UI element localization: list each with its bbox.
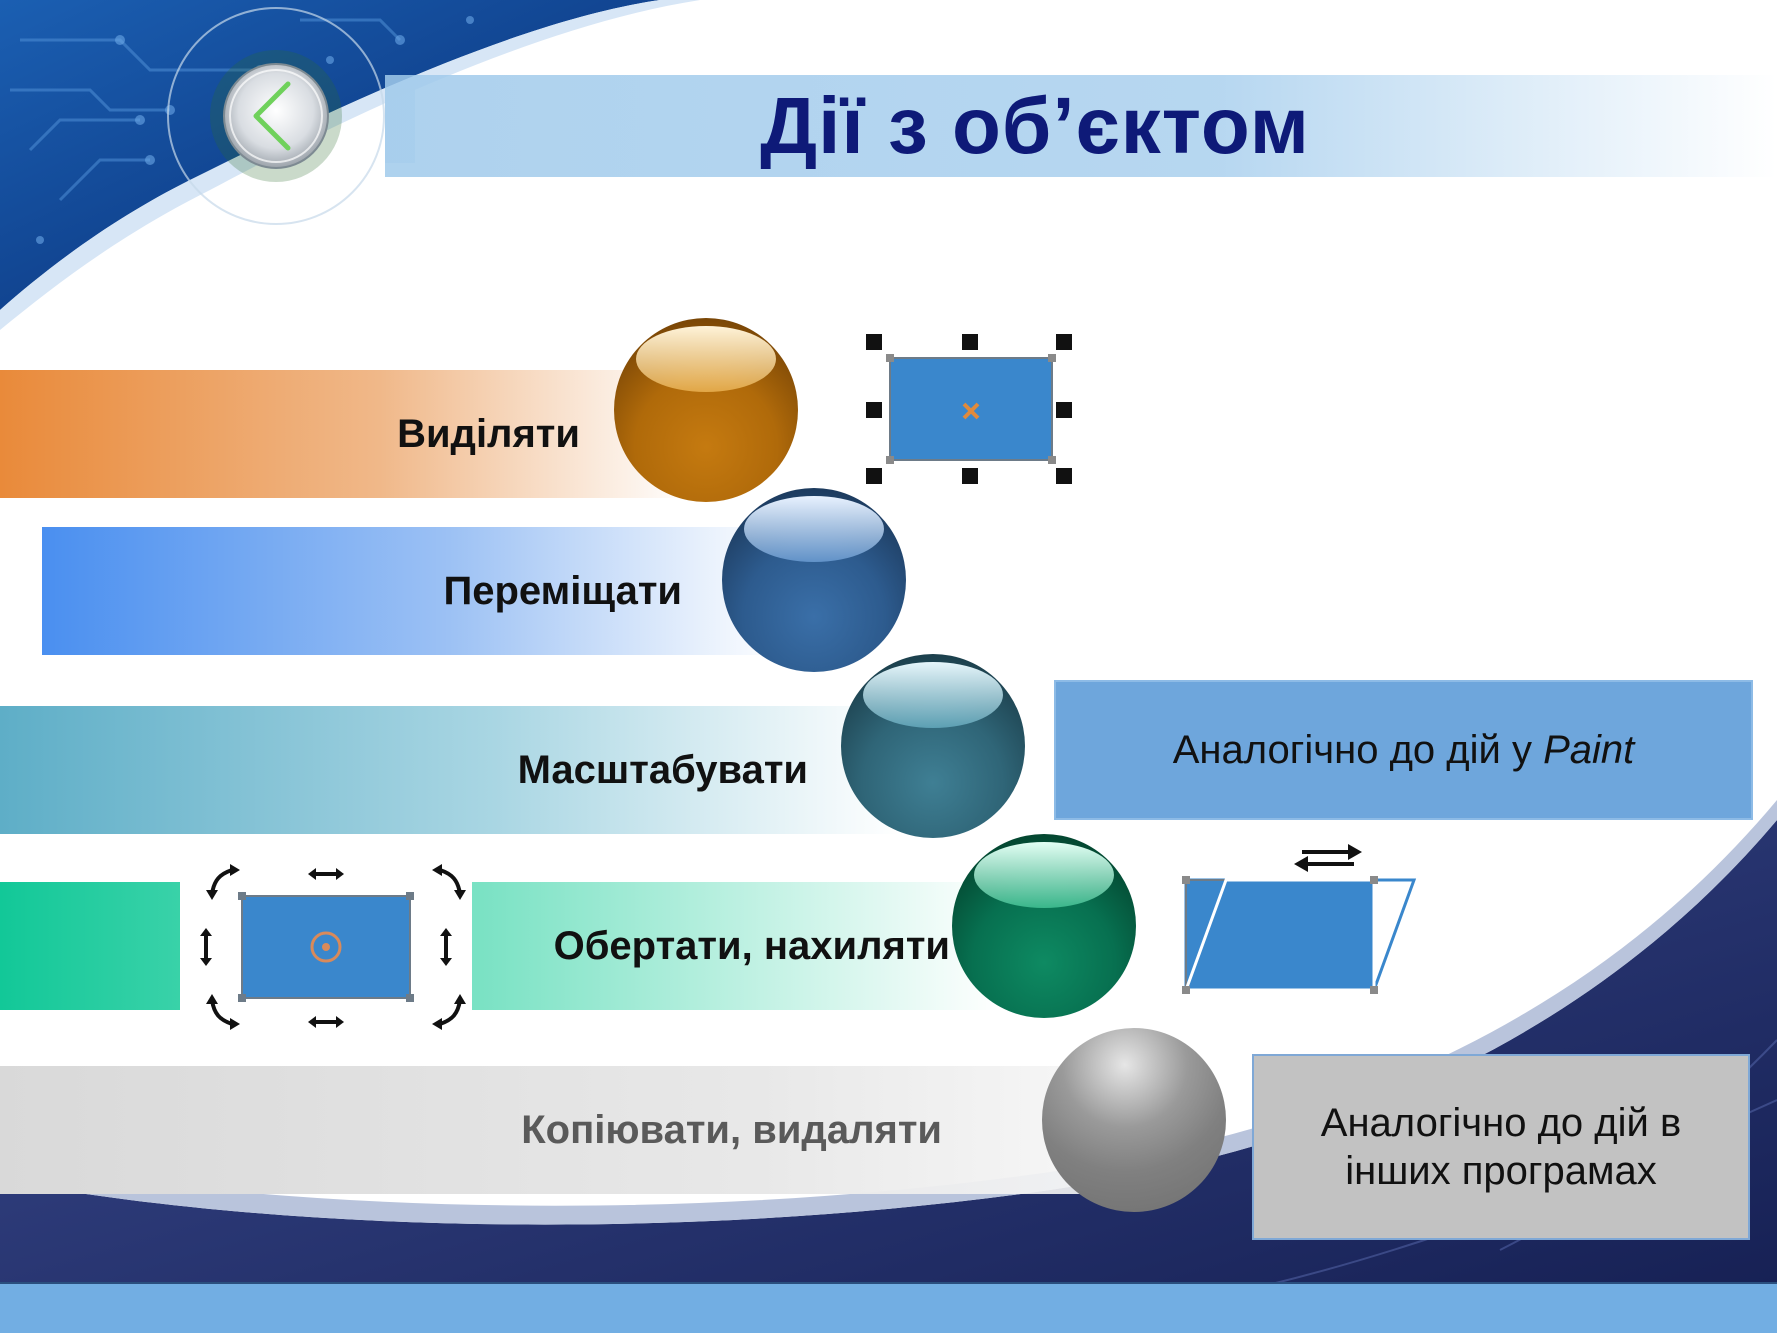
note-paint-app: Paint: [1543, 728, 1634, 772]
sphere-select-marker: [614, 318, 798, 502]
skew-rectangle-icon: [1178, 840, 1418, 1000]
sphere-rotate-marker: [952, 834, 1136, 1018]
action-band-scale: Масштабувати: [0, 706, 900, 834]
footer-bar: [0, 1282, 1777, 1333]
action-label-copy: Копіювати, видаляти: [521, 1108, 942, 1153]
selected-rectangle-icon: [858, 330, 1078, 490]
sphere-scale-marker: [841, 654, 1025, 838]
sphere-copy-marker: [1042, 1028, 1226, 1212]
action-label-scale: Масштабувати: [518, 748, 808, 793]
rotate-handles-icon: [180, 834, 472, 1060]
action-band-select: Виділяти: [0, 370, 690, 498]
action-band-rotate: Обертати, нахиляти: [0, 882, 1000, 1010]
back-button[interactable]: [222, 62, 330, 170]
note-paint-text: Аналогічно до дій у: [1173, 728, 1543, 772]
action-band-move: Переміщати: [42, 527, 782, 655]
note-other-text: Аналогічно до дій в інших програмах: [1254, 1099, 1748, 1195]
action-band-copy: Копіювати, видаляти: [0, 1066, 1080, 1194]
chevron-left-icon: [222, 62, 330, 170]
action-label-rotate: Обертати, нахиляти: [554, 924, 950, 969]
slide-title: Дії з об’єктом: [385, 75, 1685, 177]
action-label-select: Виділяти: [397, 412, 580, 457]
action-label-move: Переміщати: [443, 569, 682, 614]
note-other-programs: Аналогічно до дій в інших програмах: [1252, 1054, 1750, 1240]
note-paint: Аналогічно до дій у Paint: [1054, 680, 1753, 820]
sphere-move-marker: [722, 488, 906, 672]
